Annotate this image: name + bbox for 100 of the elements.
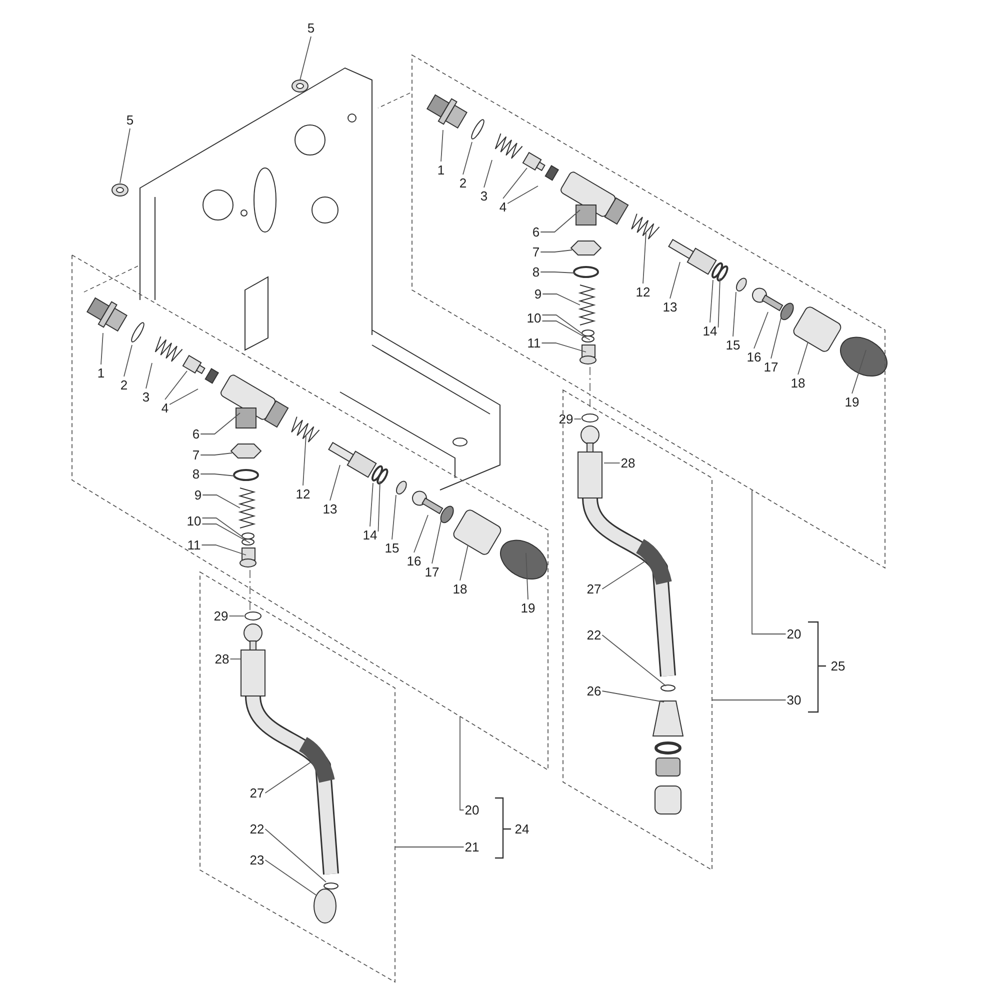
leader-line (169, 388, 198, 405)
callout-number: 16 (746, 350, 762, 364)
callout-number: 19 (520, 600, 536, 616)
callout-number: 24 (514, 822, 530, 836)
leader-line (732, 292, 736, 337)
leader-line (302, 434, 306, 486)
callout-number: 27 (250, 786, 264, 800)
leader-line (798, 342, 808, 375)
callout-number: 12 (636, 284, 650, 300)
leader-line (852, 350, 866, 394)
callout-number: 8 (532, 264, 540, 280)
leader-line (230, 658, 242, 660)
leader-line (370, 482, 374, 527)
leader-line (460, 544, 468, 581)
leader-line (526, 552, 528, 600)
callout-number: 3 (480, 188, 488, 204)
leader-line (602, 634, 666, 686)
leader-line (392, 494, 396, 540)
leader-line (502, 168, 528, 199)
leader-line (394, 846, 464, 848)
callout-number: 1 (437, 162, 445, 178)
callout-number: 19 (844, 394, 860, 410)
leader-line (202, 494, 240, 508)
callout-number: 18 (452, 582, 468, 596)
leader-line (200, 412, 240, 434)
callout-number: 29 (214, 608, 228, 624)
leader-line (414, 514, 428, 553)
leader-line (378, 480, 380, 532)
callout-number: 18 (790, 376, 806, 390)
callout-number: 20 (786, 626, 802, 642)
callout-number: 13 (662, 300, 678, 314)
callout-number: 15 (384, 540, 400, 556)
callout-number: 4 (499, 200, 507, 214)
leader-line (330, 464, 340, 501)
callout-number: 7 (532, 244, 540, 260)
leader-line (602, 690, 664, 702)
callout-number: 17 (424, 564, 440, 580)
leader-line (574, 418, 582, 420)
leader-line (541, 342, 586, 352)
callout-number: 4 (161, 400, 169, 416)
callout-number: 27 (586, 582, 602, 596)
leader-line (202, 524, 250, 544)
leader-line (540, 272, 576, 274)
leader-line (484, 160, 492, 188)
callout-number: 28 (620, 456, 636, 470)
group-frame (72, 255, 548, 770)
leader-line (200, 452, 232, 456)
callout-number: 26 (586, 684, 602, 698)
callout-number: 5 (307, 20, 315, 36)
callout-number: 21 (464, 840, 480, 854)
callout-number: 17 (764, 360, 778, 374)
callout-number: 10 (186, 514, 202, 528)
leader-line (542, 314, 584, 336)
leader-line (710, 280, 714, 323)
callout-number: 13 (322, 502, 338, 516)
leader-line (507, 186, 538, 204)
callout-number: 14 (702, 324, 718, 338)
callout-number: 16 (406, 554, 422, 568)
callout-number: 6 (532, 224, 540, 240)
callout-number: 1 (97, 366, 105, 380)
callout-number: 7 (192, 448, 200, 462)
leader-line (718, 278, 720, 328)
leader-line (201, 544, 246, 556)
leader-line (462, 142, 472, 175)
callout-number: 9 (534, 286, 542, 302)
leader-line (146, 362, 152, 389)
leader-line (164, 370, 188, 400)
callout-number: 29 (558, 412, 574, 426)
callout-number: 8 (192, 466, 200, 482)
callout-number: 28 (214, 652, 230, 666)
leader-line (540, 250, 572, 252)
leader-line (542, 320, 590, 340)
leader-line (440, 130, 444, 162)
callout-number: 14 (362, 528, 378, 542)
leader-line (460, 716, 464, 810)
callout-number: 9 (194, 488, 202, 502)
callout-number: 15 (726, 338, 740, 352)
leader-line (542, 294, 580, 306)
callout-number: 20 (464, 802, 480, 818)
leader-line (642, 232, 646, 284)
leader-line (200, 474, 236, 476)
callout-number: 11 (187, 538, 201, 552)
leader-line (602, 560, 648, 590)
callout-number: 6 (192, 426, 200, 442)
leader-line (670, 262, 680, 299)
leader-line (100, 332, 104, 365)
leader-line (300, 36, 312, 80)
leader-line (120, 128, 130, 184)
callout-number: 22 (250, 822, 264, 836)
callout-number: 12 (296, 486, 310, 502)
callout-number: 25 (830, 658, 846, 674)
leader-line (752, 489, 786, 634)
leader-line (202, 518, 244, 538)
callout-number: 22 (586, 628, 602, 642)
callout-number: 5 (126, 112, 134, 128)
leader-line (124, 344, 132, 377)
leader-line (754, 312, 768, 349)
callout-number: 30 (786, 692, 802, 708)
callout-number: 3 (142, 390, 150, 404)
leader-line (540, 210, 580, 232)
